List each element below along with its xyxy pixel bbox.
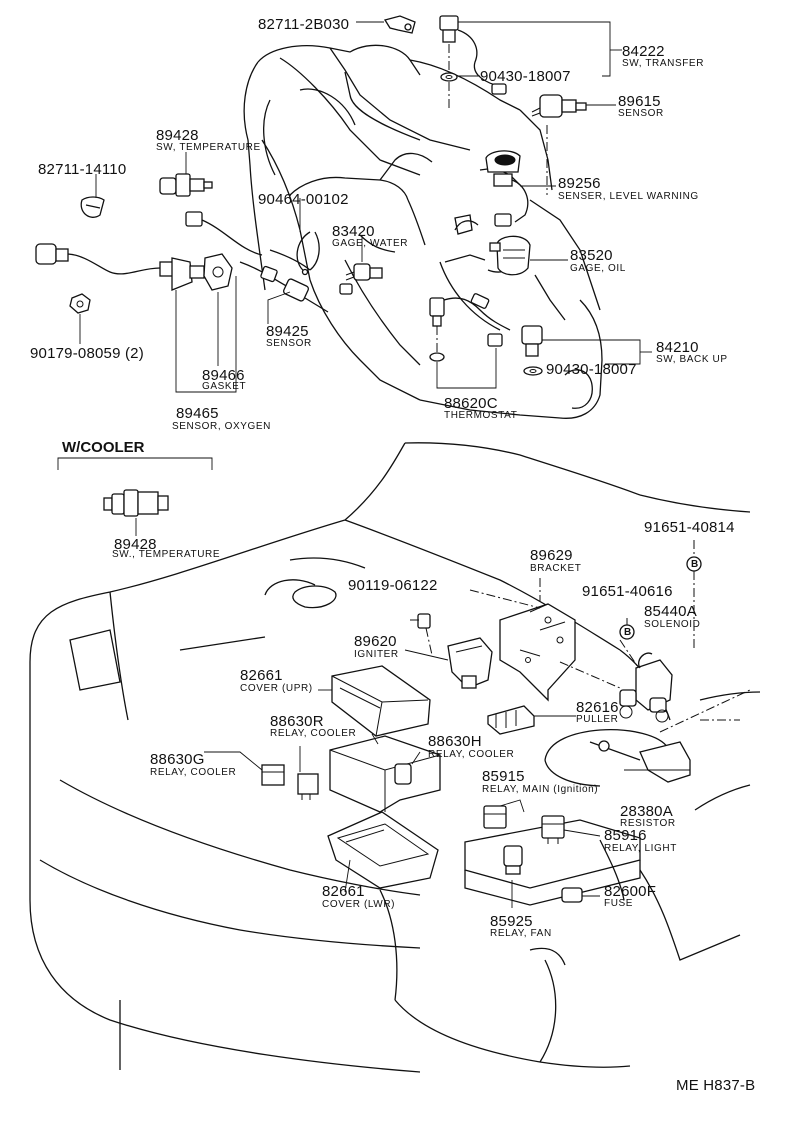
label-88620c: 88620C: [444, 395, 498, 412]
desc-84222: SW, TRANSFER: [622, 58, 705, 69]
desc-88630h: RELAY, COOLER: [428, 749, 515, 760]
label-82711-14110: 82711-14110: [38, 161, 127, 178]
desc-85925: RELAY, FAN: [490, 928, 552, 939]
label-84210: 84210: [656, 339, 699, 356]
label-89465: 89465: [176, 405, 219, 422]
w-cooler-group: [57, 457, 213, 536]
desc-89615: SENSOR: [618, 108, 664, 119]
desc-85915: RELAY, MAIN (Ignition): [482, 784, 599, 795]
label-88630h: 88630H: [428, 733, 482, 750]
engine-parts: [35, 15, 587, 376]
desc-83420: GAGE, WATER: [332, 238, 409, 249]
desc-85440a: SOLENOID: [644, 619, 701, 630]
desc-82600f: FUSE: [604, 898, 634, 909]
desc-82616: PULLER: [576, 714, 619, 725]
label-85925: 85925: [490, 913, 533, 930]
label-85440a: 85440A: [644, 603, 697, 620]
label-89428-top: 89428: [156, 127, 199, 144]
desc-89256: SENSER, LEVEL WARNING: [558, 191, 699, 202]
label-90430-18007-top: 90430-18007: [480, 68, 571, 85]
marker-b-40616: B: [624, 627, 632, 638]
label-82711-2b030: 82711-2B030: [258, 16, 350, 33]
marker-b-40814: B: [691, 559, 699, 570]
label-84222: 84222: [622, 43, 665, 60]
label-90119-06122: 90119-06122: [348, 577, 438, 594]
desc-82661-upr: COVER (UPR): [240, 683, 313, 694]
label-90464-00102: 90464-00102: [258, 191, 349, 208]
desc-89629: BRACKET: [530, 563, 582, 574]
desc-89428-cooler: SW., TEMPERATURE: [112, 549, 221, 560]
desc-83520: GAGE, OIL: [570, 263, 626, 274]
body-parts: [261, 540, 702, 903]
label-82600f: 82600F: [604, 883, 657, 900]
desc-89466: GASKET: [202, 381, 247, 392]
label-88630g: 88630G: [150, 751, 205, 768]
label-89425: 89425: [266, 323, 309, 340]
label-28380a: 28380A: [620, 803, 673, 820]
desc-82661-lwr: COVER (LWR): [322, 899, 396, 910]
vehicle-outline: [29, 442, 761, 1073]
desc-89428-top: SW, TEMPERATURE: [156, 142, 261, 153]
label-90430-18007-bottom: 90430-18007: [546, 361, 637, 378]
body-leaders: [204, 578, 751, 908]
label-82616: 82616: [576, 699, 619, 716]
label-90179-08059: 90179-08059 (2): [30, 345, 144, 362]
desc-85916: RELAY, LIGHT: [604, 843, 677, 854]
desc-89465: SENSOR, OXYGEN: [172, 421, 271, 432]
desc-89425: SENSOR: [266, 338, 312, 349]
label-83520: 83520: [570, 247, 613, 264]
engine-leaders: [79, 21, 652, 393]
desc-89620: IGNITER: [354, 649, 399, 660]
w-cooler-header: W/COOLER: [62, 439, 145, 456]
label-89256: 89256: [558, 175, 601, 192]
desc-88620c: THERMOSTAT: [444, 410, 518, 421]
label-85916: 85916: [604, 827, 647, 844]
desc-84210: SW, BACK UP: [656, 354, 728, 365]
label-85915: 85915: [482, 768, 525, 785]
label-89428-cooler: 89428: [114, 536, 157, 553]
desc-28380a: RESISTOR: [620, 818, 676, 829]
label-91651-40616: 91651-40616: [582, 583, 673, 600]
drawing-code: ME H837-B: [676, 1077, 756, 1094]
label-83420: 83420: [332, 223, 375, 240]
label-82661-upr: 82661: [240, 667, 283, 684]
label-91651-40814: 91651-40814: [644, 519, 735, 536]
label-88630r: 88630R: [270, 713, 324, 730]
label-89629: 89629: [530, 547, 573, 564]
label-89466: 89466: [202, 367, 245, 384]
desc-88630g: RELAY, COOLER: [150, 767, 237, 778]
label-89615: 89615: [618, 93, 661, 110]
label-82661-lwr: 82661: [322, 883, 365, 900]
label-89620: 89620: [354, 633, 397, 650]
desc-88630r: RELAY, COOLER: [270, 728, 357, 739]
